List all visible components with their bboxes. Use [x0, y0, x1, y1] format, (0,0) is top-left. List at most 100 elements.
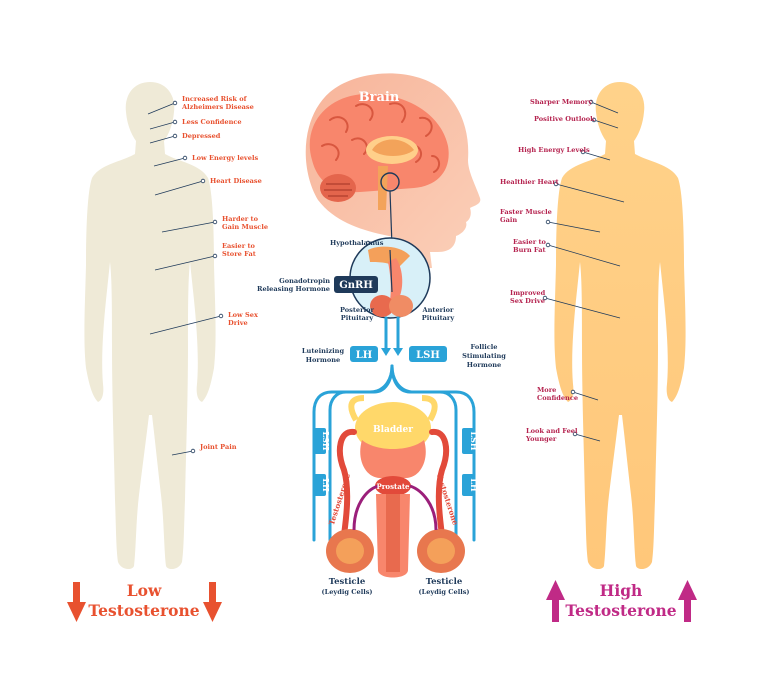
high-leader-2 — [582, 151, 611, 161]
lsh-box — [409, 346, 447, 362]
fsh-line2: Stimulating — [462, 352, 506, 360]
left-lh-vertical: LH — [321, 478, 331, 492]
low-dot-2 — [172, 133, 178, 139]
low-label-0-0: Increased Risk of — [182, 95, 248, 103]
anterior-pituitary-line2: Pituitary — [422, 314, 455, 322]
testicle-left-label: Testicle — [329, 577, 366, 587]
low-label-1-0: Less Confidence — [182, 118, 242, 126]
low-leader-0 — [147, 102, 176, 115]
high-dot-7 — [570, 389, 576, 395]
fsh-line1: Follicle — [471, 343, 498, 351]
high-label-5-0: Easier to — [513, 238, 547, 246]
high-leader-0 — [590, 101, 619, 114]
high-dot-8 — [572, 431, 578, 437]
bladder-label: Bladder — [373, 425, 413, 435]
luteinizing-line2: Hormone — [306, 356, 340, 364]
low-leader-2 — [149, 135, 176, 144]
testicle-right-label: Testicle — [426, 577, 463, 587]
low-leader-6 — [154, 255, 216, 271]
low-leader-8 — [171, 450, 194, 456]
low-dot-3 — [182, 155, 188, 161]
high-leader-8 — [574, 433, 601, 442]
high-label-8-0: Look and Feel — [526, 427, 578, 435]
high-dot-3 — [553, 181, 559, 187]
high-leader-1 — [593, 119, 619, 129]
lh-text: LH — [356, 350, 372, 361]
low-label-3-0: Low Energy levels — [192, 154, 258, 162]
high-dot-4 — [545, 219, 551, 225]
high-label-4-0: Faster Muscle — [500, 208, 552, 216]
low-dot-0 — [172, 100, 178, 106]
right-lsh-vertical: LSH — [469, 432, 479, 451]
high-dot-5 — [545, 242, 551, 248]
gnrh-label-line2: Releasing Hormone — [257, 285, 330, 293]
low-testosterone-body — [84, 82, 216, 570]
hypothalamus-pointer — [380, 172, 400, 247]
brain-illustration — [309, 93, 449, 210]
leydig-right-label: (Leydig Cells) — [418, 588, 469, 596]
high-dot-1 — [591, 117, 597, 123]
high-label-6-1: Sex Drive — [510, 297, 545, 305]
high-label-4-1: Gain — [500, 216, 517, 224]
brain-title: Brain — [359, 90, 400, 105]
low-dot-1 — [172, 119, 178, 125]
high-label-6-0: Improved — [510, 289, 546, 297]
high-label-2-0: High Energy Levels — [518, 146, 590, 154]
high-dot-0 — [588, 99, 594, 105]
reproductive-organs — [326, 395, 465, 578]
high-leader-7 — [572, 391, 599, 401]
low-label-6-0: Easier to — [222, 242, 256, 250]
high-leader-6 — [544, 297, 621, 319]
right-vertical-labels — [462, 428, 474, 496]
low-leader-5 — [161, 221, 216, 233]
low-title-line2: Testosterone — [88, 601, 199, 620]
leydig-left-label: (Leydig Cells) — [321, 588, 372, 596]
high-label-0-0: Sharper Memory — [530, 98, 592, 106]
low-label-7-0: Low Sex — [228, 311, 258, 319]
left-vertical-labels — [314, 428, 326, 496]
posterior-pituitary-line2: Pituitary — [341, 314, 374, 322]
hypothalamus-dot — [365, 240, 371, 246]
high-dot-2 — [580, 149, 586, 155]
arrowheads-down — [381, 348, 403, 356]
low-label-5-0: Harder to — [222, 215, 259, 223]
high-label-7-0: More — [537, 386, 556, 394]
hormone-flow-arrows — [312, 316, 476, 542]
low-leader-7 — [149, 315, 222, 335]
high-testosterone-body — [554, 82, 686, 570]
low-label-6-1: Store Fat — [222, 250, 257, 258]
gnrh-label-line1: Gonadotropin — [279, 277, 330, 285]
pituitary-zoom — [349, 237, 431, 319]
right-lh-vertical: LH — [469, 478, 479, 492]
high-label-3-0: Healthier Heart — [500, 178, 560, 186]
lsh-text: LSH — [416, 350, 440, 361]
low-dot-8 — [190, 448, 196, 454]
high-label-8-1: Younger — [525, 435, 557, 443]
low-label-4-0: Heart Disease — [210, 177, 262, 185]
left-lsh-vertical: LSH — [321, 432, 331, 451]
high-dot-6 — [542, 295, 548, 301]
low-dot-4 — [200, 178, 206, 184]
lh-box — [350, 346, 378, 362]
high-label-7-1: Confidence — [537, 394, 578, 402]
luteinizing-line1: Luteinizing — [302, 347, 345, 355]
low-label-7-1: Drive — [228, 319, 248, 327]
high-arrows — [546, 580, 697, 622]
low-leader-3 — [153, 157, 186, 167]
high-leader-3 — [555, 183, 625, 203]
low-label-2-0: Depressed — [182, 132, 221, 140]
posterior-pituitary-line1: Posterior — [340, 306, 375, 314]
low-title-line1: Low — [127, 581, 162, 600]
low-leader-1 — [149, 121, 176, 130]
high-label-5-1: Burn Fat — [513, 246, 547, 254]
anterior-pituitary-line1: Anterior — [421, 306, 454, 314]
high-leader-4 — [547, 221, 601, 233]
hypothalamus-label: Hypothalamus — [330, 239, 384, 247]
low-dot-7 — [218, 313, 224, 319]
prostate-label: Prostate — [376, 482, 410, 491]
low-label-0-1: Alzheimers Disease — [181, 103, 254, 111]
high-title-line2: Testosterone — [565, 601, 676, 620]
low-leader-4 — [154, 180, 204, 196]
